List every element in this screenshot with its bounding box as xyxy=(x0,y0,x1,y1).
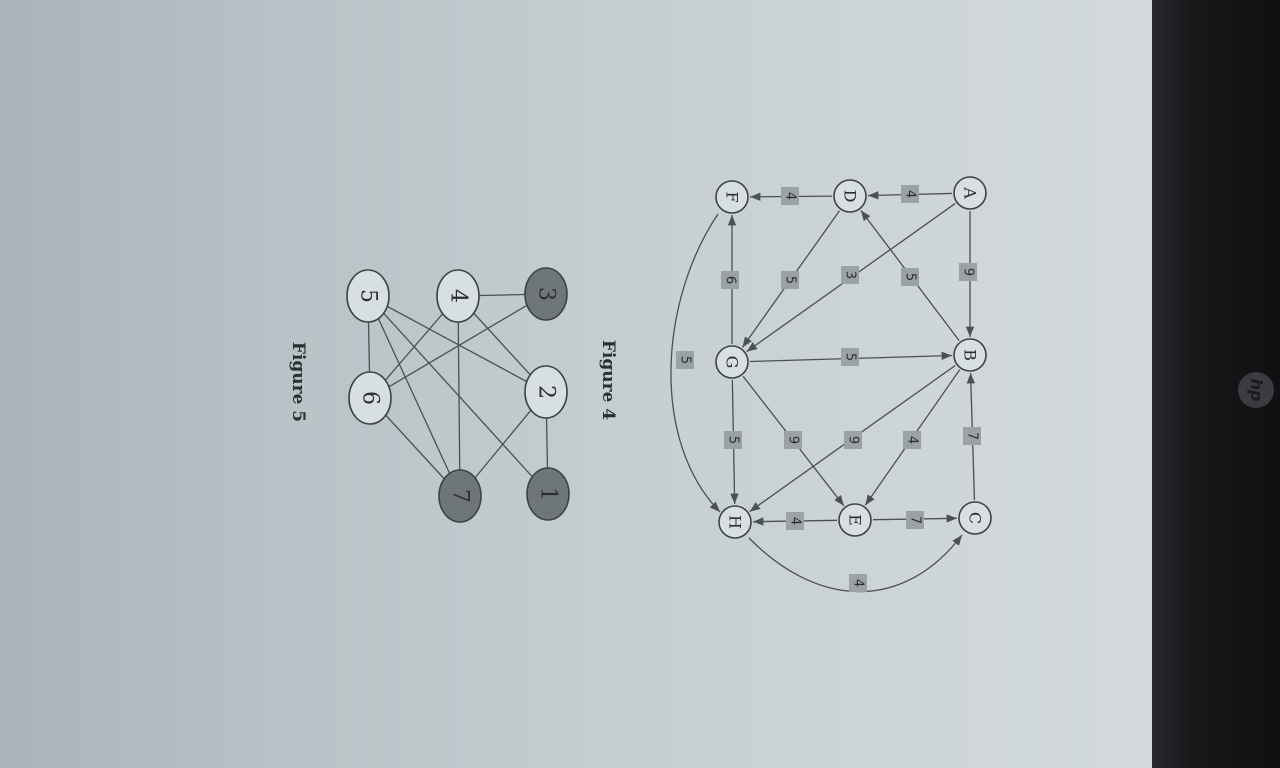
weight-box-A-B xyxy=(959,263,977,281)
weight-box-A-G xyxy=(841,266,859,284)
node-1 xyxy=(526,467,570,521)
weight-box-B-D xyxy=(901,268,919,286)
figure5-nodes: 1 2 3 4 5 6 7 xyxy=(346,267,570,523)
weight-label-G-B: 5 xyxy=(843,353,858,361)
node-label-5: 5 xyxy=(356,289,381,303)
weight-box-B-H xyxy=(844,431,862,449)
node-D xyxy=(833,179,867,213)
weight-label-B-D: 5 xyxy=(903,273,918,281)
edge-F-H xyxy=(670,213,721,513)
node-C xyxy=(958,501,992,535)
edge-2-5 xyxy=(367,295,547,393)
weight-box-H-C xyxy=(849,574,867,592)
weight-label-H-C: 4 xyxy=(851,579,866,587)
node-label-6: 6 xyxy=(358,391,383,405)
weight-box-D-G xyxy=(781,271,799,289)
figure4-edges: 4 9 3 5 7 4 5 5 6 9 4 9 5 7 4 5 4 xyxy=(670,185,981,593)
weight-label-D-G: 5 xyxy=(783,276,798,284)
node-label-1: 1 xyxy=(536,487,561,501)
weight-label-E-H: 4 xyxy=(788,517,803,525)
weight-box-E-C xyxy=(906,511,924,529)
node-label-7: 7 xyxy=(448,489,473,503)
node-E xyxy=(838,503,872,537)
node-6 xyxy=(348,371,392,425)
node-G xyxy=(715,345,749,379)
weight-box-G-E xyxy=(784,431,802,449)
weight-label-G-E: 9 xyxy=(786,436,801,444)
figure5-edges xyxy=(367,293,549,497)
weight-label-G-H: 5 xyxy=(726,436,741,444)
node-label-2: 2 xyxy=(534,385,559,399)
node-label-B: B xyxy=(961,349,980,361)
node-label-G: G xyxy=(723,356,742,369)
node-2 xyxy=(524,365,568,419)
figure5-caption: Figure 5 xyxy=(288,342,308,422)
weight-box-G-B xyxy=(841,348,859,366)
edge-5-1 xyxy=(367,295,549,495)
weight-box-F-H xyxy=(676,351,694,369)
weight-box-C-B xyxy=(963,427,981,445)
node-label-F: F xyxy=(723,191,742,202)
hp-logo: hp xyxy=(1238,372,1274,408)
weight-box-G-H xyxy=(724,431,742,449)
weight-box-B-E xyxy=(903,431,921,449)
weight-box-A-D xyxy=(901,185,919,203)
weight-label-D-F: 4 xyxy=(783,192,798,200)
weight-label-B-E: 4 xyxy=(905,436,920,444)
paper-sheet xyxy=(0,0,1190,768)
node-label-D: D xyxy=(841,190,860,203)
node-5 xyxy=(346,269,390,323)
weight-box-D-F xyxy=(781,187,799,205)
node-label-4: 4 xyxy=(446,289,471,303)
weight-label-A-D: 4 xyxy=(903,190,918,198)
node-label-A: A xyxy=(961,186,980,199)
weight-label-G-F: 6 xyxy=(723,276,738,284)
figure4-nodes: A B C D E F G H xyxy=(715,176,992,539)
weight-label-A-G: 3 xyxy=(843,271,858,279)
weight-label-E-C: 7 xyxy=(908,516,923,524)
figure4-caption: Figure 4 xyxy=(598,340,618,420)
node-3 xyxy=(524,267,568,321)
node-B xyxy=(953,338,987,372)
node-F xyxy=(715,180,749,214)
weight-label-C-B: 7 xyxy=(965,432,980,440)
node-label-E: E xyxy=(846,514,865,526)
weight-box-E-H xyxy=(786,512,804,530)
edge-5-7 xyxy=(367,295,461,497)
weight-label-A-B: 9 xyxy=(961,268,976,276)
node-label-C: C xyxy=(966,512,985,524)
node-label-H: H xyxy=(726,515,745,529)
weight-label-F-H: 5 xyxy=(678,356,693,364)
node-label-3: 3 xyxy=(534,287,559,301)
weight-label-B-H: 9 xyxy=(846,436,861,444)
weight-box-G-F xyxy=(721,271,739,289)
node-H xyxy=(718,505,752,539)
node-7 xyxy=(438,469,482,523)
node-A xyxy=(953,176,987,210)
node-4 xyxy=(436,269,480,323)
